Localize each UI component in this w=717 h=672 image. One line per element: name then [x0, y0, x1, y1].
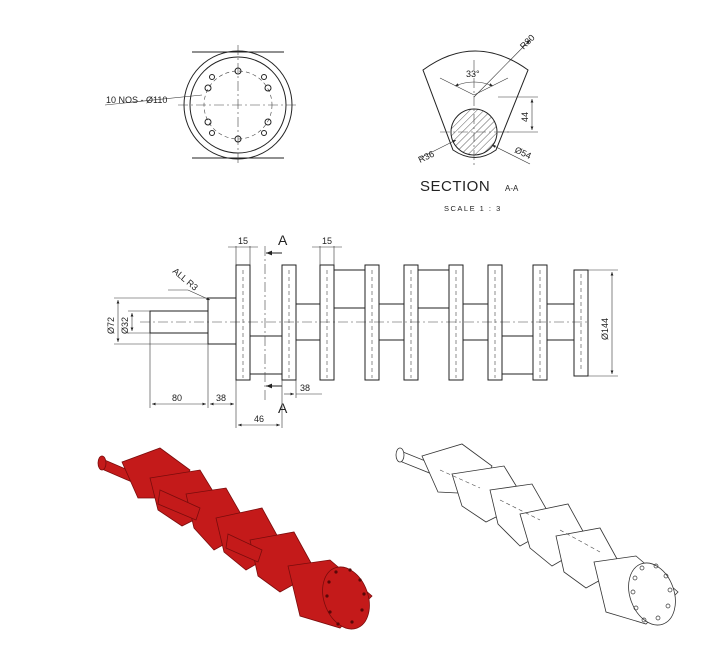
dim-15-right: 15	[322, 236, 332, 246]
section-title: SECTION	[420, 178, 490, 195]
iso-hole	[630, 589, 636, 595]
angle-line-left	[439, 77, 475, 96]
iso-hole	[633, 605, 639, 611]
radius-leader-r36	[419, 139, 457, 159]
end-view: 10 NOS - Ø110	[104, 45, 298, 165]
iso-hole	[334, 570, 338, 574]
main-journal	[462, 303, 489, 341]
iso-hole	[360, 608, 364, 612]
radius-leader-r80	[473, 39, 531, 98]
hole-callout: 10 NOS - Ø110	[106, 95, 167, 105]
iso-hole	[653, 563, 659, 569]
crank-pins	[249, 269, 534, 375]
iso-hole	[358, 578, 362, 582]
section-dim-angle: 33°	[466, 69, 480, 79]
crank-pin	[417, 269, 450, 309]
iso-journal	[157, 489, 201, 521]
iso-hole	[362, 592, 366, 596]
iso-view-wireframe	[395, 443, 679, 626]
fillet-note: ALL R3	[171, 266, 200, 293]
dim-len-46: 46	[254, 414, 264, 424]
section-view: 33° R80 44 R36 Ø54 SECTION A-A SCALE 1 :…	[417, 33, 538, 213]
hidden-lines	[242, 270, 582, 378]
hole-callout-leader	[104, 94, 203, 106]
iso-hidden-line	[499, 499, 541, 521]
crank-pin	[501, 335, 534, 375]
cut-label-bottom: A	[278, 400, 288, 416]
dia-leader-54	[491, 144, 531, 165]
iso-hidden-line	[439, 469, 481, 489]
iso-hole	[663, 573, 669, 579]
web	[235, 264, 251, 381]
bolt-hole	[261, 130, 267, 136]
section-dim-r80: R80	[518, 33, 537, 52]
iso-shaft-face	[395, 447, 405, 463]
iso-hole	[348, 568, 352, 572]
dim-15-left: 15	[238, 236, 248, 246]
iso-hole	[665, 603, 671, 609]
iso-hole	[350, 620, 354, 624]
end-flange	[573, 269, 589, 377]
fillet-leader	[187, 289, 211, 301]
iso-shaft-face	[97, 455, 107, 471]
iso-hole	[655, 615, 661, 621]
iso-hole	[336, 622, 340, 626]
section-dim-dia54: Ø54	[513, 145, 533, 161]
bolt-hole	[261, 74, 267, 80]
crank-pin	[333, 269, 366, 309]
bolt-hole	[264, 84, 272, 92]
iso-hole	[327, 580, 331, 584]
cut-label-top: A	[278, 232, 288, 248]
bolt-hole	[209, 74, 215, 80]
iso-hole	[639, 565, 645, 571]
iso-flange-holes	[630, 563, 673, 623]
front-view: A A 15 15 ALL R3 Ø72 Ø32 80 38	[106, 232, 618, 428]
bolt-hole	[204, 118, 212, 126]
bolt-hole	[204, 84, 212, 92]
crank-pin	[249, 335, 283, 375]
iso-hole	[325, 594, 329, 598]
main-journal	[378, 303, 405, 341]
angle-line-right	[473, 77, 509, 96]
bolt-holes	[204, 67, 272, 143]
iso-flange-face	[322, 566, 370, 630]
iso-journal	[225, 533, 263, 563]
webs	[235, 264, 548, 381]
dim-dia-72: Ø72	[106, 317, 116, 334]
bolt-hole	[209, 130, 215, 136]
section-title-suffix: A-A	[505, 184, 519, 193]
iso-view-shaded	[97, 447, 373, 630]
iso-hole	[328, 610, 332, 614]
section-dim-r36: R36	[417, 149, 436, 165]
dim-len-38-right: 38	[300, 383, 310, 393]
dim-len-80: 80	[172, 393, 182, 403]
section-scale: SCALE 1 : 3	[444, 204, 502, 213]
angle-arc	[454, 81, 494, 87]
main-journal	[295, 303, 321, 341]
iso-hole	[641, 617, 647, 623]
dim-dia-144: Ø144	[600, 318, 610, 340]
iso-hole	[667, 587, 673, 593]
section-dim-44: 44	[520, 112, 530, 122]
main-journals	[295, 303, 575, 341]
iso-hole	[632, 575, 638, 581]
iso-hidden-line	[559, 529, 601, 553]
section-web-outline	[422, 50, 529, 158]
bolt-hole	[234, 135, 242, 143]
bolt-hole	[264, 118, 272, 126]
iso-flange-holes	[325, 568, 366, 626]
shaft-collar	[207, 297, 237, 345]
iso-flange-face	[628, 562, 676, 626]
dim-len-38-left: 38	[216, 393, 226, 403]
iso-hidden-lines	[439, 469, 601, 553]
dim-dia-32: Ø32	[120, 317, 130, 334]
bolt-hole	[234, 67, 242, 75]
